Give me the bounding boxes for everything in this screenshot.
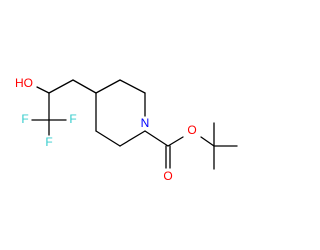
bond-carbonyl-ester-o bbox=[167, 136, 184, 147]
bond-c2-o bbox=[36, 86, 50, 94]
ring-nitrogen-label: N bbox=[141, 116, 150, 130]
bond-ester-o-quaternary bbox=[200, 136, 215, 147]
bond-ring-1 bbox=[95, 79, 121, 94]
bonds bbox=[31, 79, 238, 170]
fluorine-label-left: F bbox=[21, 112, 28, 126]
molecule-structure: HO F F F N O O bbox=[15, 76, 238, 183]
ester-oxygen-label: O bbox=[187, 123, 196, 137]
bond-ch2-c4 bbox=[72, 79, 97, 94]
bond-ring-4 bbox=[119, 130, 146, 147]
hydroxyl-label: HO bbox=[15, 76, 33, 90]
structure-canvas: HO F F F N O O bbox=[15, 76, 238, 184]
carbonyl-oxygen-label: O bbox=[163, 169, 172, 183]
bond-ring-5 bbox=[95, 130, 121, 147]
atom-labels: HO F F F N O O bbox=[15, 76, 197, 183]
fluorine-label-bottom: F bbox=[45, 135, 52, 149]
bond-n-carbonyl bbox=[144, 130, 169, 147]
bond-ring-2 bbox=[119, 79, 146, 94]
bond-c2-ch2 bbox=[48, 79, 74, 94]
fluorine-label-right: F bbox=[69, 112, 76, 126]
